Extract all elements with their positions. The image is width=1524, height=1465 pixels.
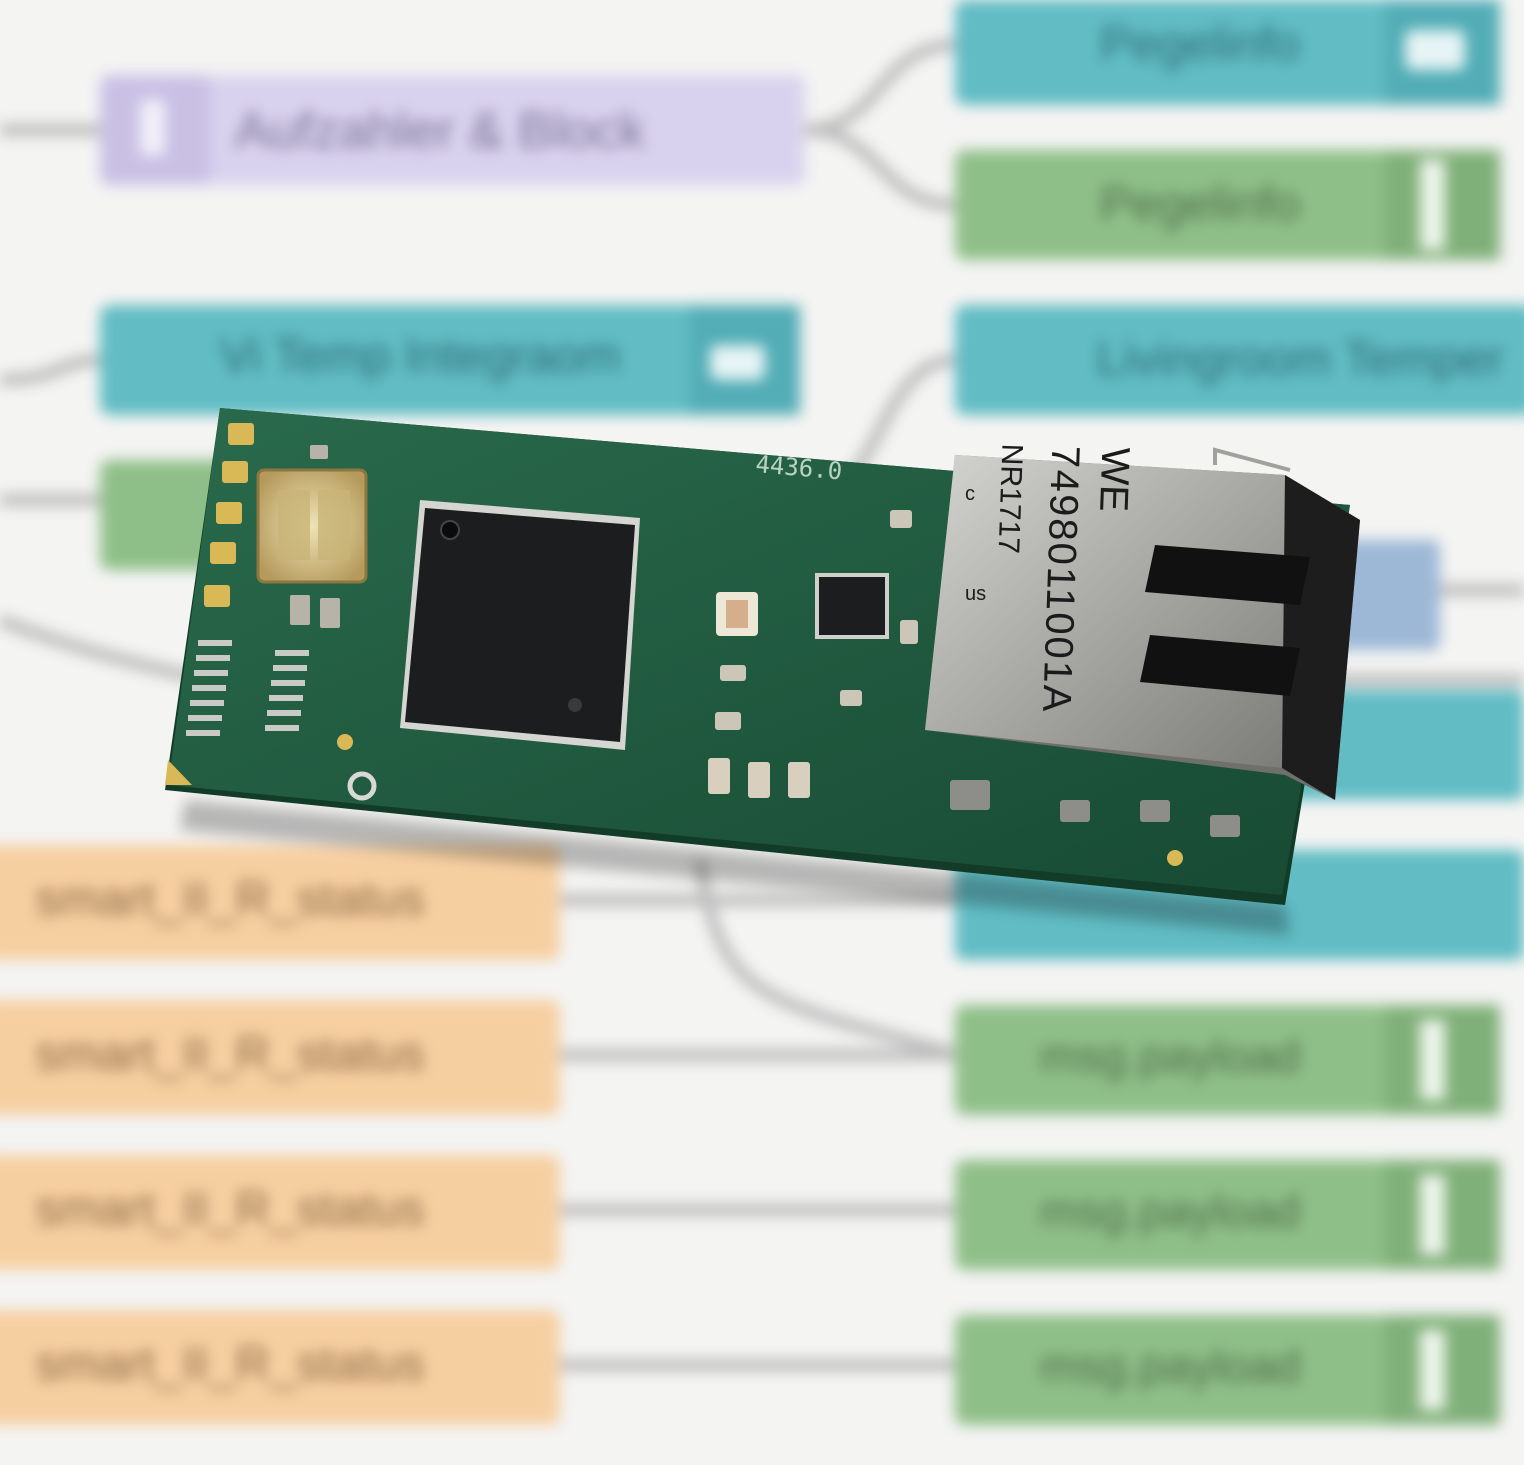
svg-text:Aufzahler & Block: Aufzahler & Block bbox=[235, 102, 646, 160]
svg-text:Pegelinfo: Pegelinfo bbox=[1100, 18, 1300, 71]
svg-text:Livingroom Temper: Livingroom Temper bbox=[1096, 333, 1503, 386]
svg-text:msg.payload: msg.payload bbox=[1040, 1030, 1301, 1082]
crystal bbox=[716, 592, 758, 636]
flow-node-purple: Aufzahler & Block bbox=[100, 75, 805, 185]
small-passives bbox=[715, 510, 1240, 837]
svg-text:Vi Temp Integraom: Vi Temp Integraom bbox=[219, 330, 620, 383]
svg-text:Pegelinfo: Pegelinfo bbox=[1100, 178, 1300, 231]
jack-cert-c: c bbox=[965, 483, 975, 505]
mcu-chip bbox=[400, 500, 640, 750]
flow-node-teal-3: Livingroom Temper bbox=[955, 305, 1524, 415]
jack-part-number: 7498011001A bbox=[1034, 445, 1087, 715]
flow-node-teal-1: Pegelinfo bbox=[955, 0, 1500, 105]
flow-node-green-4: msg.payload bbox=[955, 1160, 1500, 1270]
flow-node-green-3: msg.payload bbox=[955, 1005, 1500, 1115]
svg-text:smart_II_R_status: smart_II_R_status bbox=[35, 873, 424, 926]
flow-node-orange-1: smart_II_R_status bbox=[0, 845, 560, 960]
jack-cert-us: us bbox=[965, 583, 986, 605]
phy-chip bbox=[815, 573, 889, 639]
svg-text:msg.payload: msg.payload bbox=[1040, 1185, 1301, 1237]
flow-node-orange-3: smart_II_R_status bbox=[0, 1155, 560, 1270]
mounting-hole bbox=[347, 771, 377, 801]
flow-node-green-1: Pegelinfo bbox=[955, 150, 1500, 260]
ethernet-module: 4436.0 bbox=[165, 408, 1360, 935]
passive-components-left bbox=[290, 445, 340, 628]
gold-via-2 bbox=[337, 734, 353, 750]
flow-node-orange-4: smart_II_R_status bbox=[0, 1310, 560, 1425]
dip-switch bbox=[256, 468, 368, 584]
leds bbox=[708, 758, 810, 798]
flow-node-green-5: msg.payload bbox=[955, 1315, 1500, 1425]
flow-node-teal-2: Vi Temp Integraom bbox=[100, 305, 800, 415]
edge-pads bbox=[165, 423, 254, 785]
jack-cert-code: NR1717 bbox=[992, 443, 1029, 554]
svg-text:smart_II_R_status: smart_II_R_status bbox=[35, 1183, 424, 1236]
flow-node-orange-2: smart_II_R_status bbox=[0, 1000, 560, 1115]
svg-text:smart_II_R_status: smart_II_R_status bbox=[35, 1028, 424, 1081]
pin-array bbox=[186, 640, 309, 736]
rj45-jack: WE 7498011001A NR1717 c us bbox=[925, 443, 1360, 800]
gold-via bbox=[1167, 850, 1183, 866]
jack-brand: WE bbox=[1091, 447, 1137, 513]
svg-text:smart_II_R_status: smart_II_R_status bbox=[35, 1338, 424, 1391]
svg-text:msg.payload: msg.payload bbox=[1040, 1340, 1301, 1392]
